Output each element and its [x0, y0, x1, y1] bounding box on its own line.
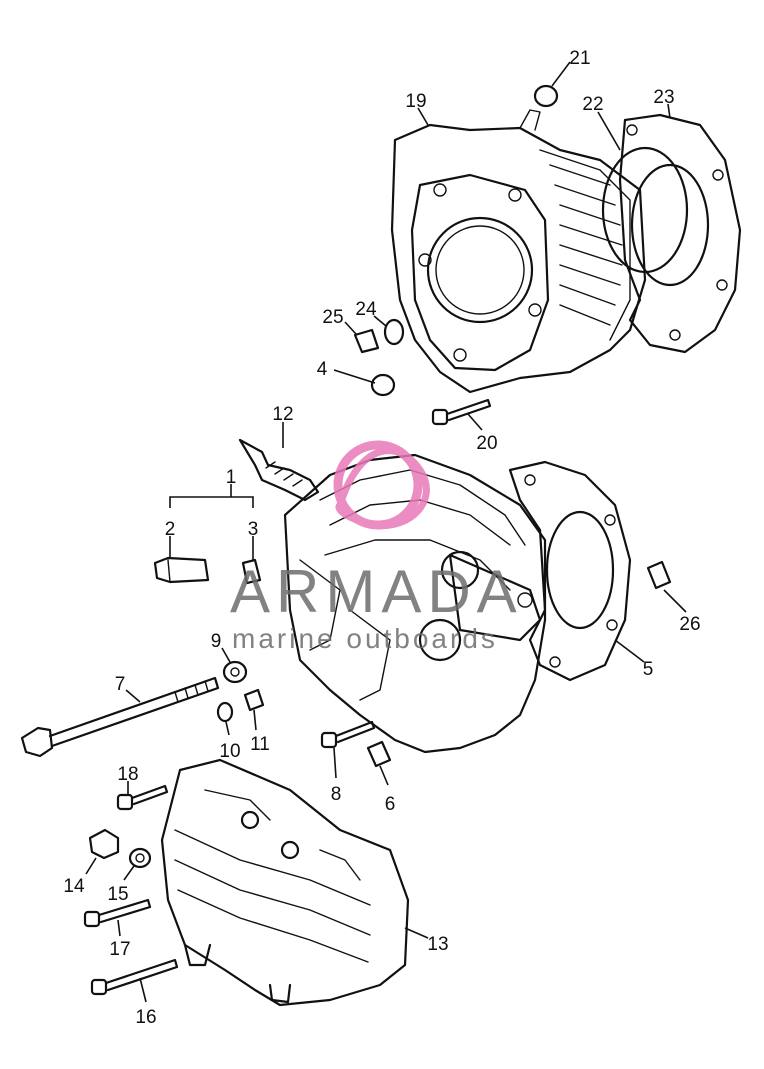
group-bracket-1 — [169, 496, 254, 508]
part-label-25: 25 — [322, 307, 343, 328]
leader-line-17 — [117, 919, 121, 937]
part-label-9: 9 — [211, 631, 222, 652]
cylinder-head — [283, 453, 547, 754]
leader-line-4 — [333, 369, 376, 384]
part-label-15: 15 — [107, 884, 128, 905]
head-gasket — [508, 460, 632, 682]
part-label-18: 18 — [117, 764, 138, 785]
leader-line-9 — [221, 647, 231, 663]
part-label-23: 23 — [653, 87, 674, 108]
part-label-24: 24 — [355, 299, 377, 320]
part-label-3: 3 — [248, 519, 259, 540]
part-label-22: 22 — [582, 94, 603, 115]
watermark: ARMADA marine outboards — [230, 440, 523, 654]
part-label-11: 11 — [250, 734, 270, 755]
spark-plug — [238, 438, 320, 502]
part-label-10: 10 — [219, 741, 240, 762]
part-label-12: 12 — [272, 404, 293, 425]
leader-line-24 — [373, 315, 387, 327]
plug-4 — [370, 373, 396, 397]
ring-10 — [216, 701, 234, 723]
leader-line-14 — [85, 857, 97, 875]
leader-line-13 — [404, 927, 429, 939]
ring-3 — [241, 558, 262, 585]
part-label-4: 4 — [317, 359, 328, 380]
leader-line-5 — [614, 639, 645, 663]
leader-line-11 — [253, 709, 257, 731]
part-label-1: 1 — [226, 467, 237, 488]
sleeve-2 — [153, 556, 210, 584]
part-label-2: 2 — [165, 519, 176, 540]
part-label-5: 5 — [643, 659, 654, 680]
leader-line-7 — [125, 689, 141, 703]
leader-line-25 — [344, 321, 357, 335]
part-label-7: 7 — [115, 674, 126, 695]
leader-line-21 — [551, 61, 571, 87]
bolt-17 — [83, 898, 152, 928]
bolt-18 — [116, 784, 169, 811]
leader-line-8 — [333, 747, 337, 779]
leader-line-6 — [379, 765, 389, 786]
head-cover — [160, 758, 410, 1007]
leader-line-19 — [417, 107, 429, 126]
part-label-21: 21 — [569, 48, 590, 69]
cylinder — [390, 109, 647, 394]
part-label-26: 26 — [679, 614, 700, 635]
leader-line-10 — [225, 721, 230, 736]
leader-line-16 — [139, 977, 147, 1003]
leader-line-15 — [123, 865, 135, 881]
leader-line-22 — [597, 111, 621, 151]
dowel-25 — [353, 328, 380, 354]
part-label-16: 16 — [135, 1007, 156, 1028]
plug-21 — [533, 84, 559, 108]
washer-9 — [222, 660, 248, 684]
dowel-26 — [646, 560, 672, 590]
long-bolt — [20, 676, 220, 758]
part-label-20: 20 — [476, 433, 497, 454]
bolt-8 — [320, 720, 376, 749]
bolt-16 — [90, 958, 179, 996]
watermark-logo — [333, 440, 430, 530]
watermark-brand: ARMADA — [230, 558, 523, 625]
plug-14 — [88, 828, 120, 860]
leader-line-26 — [663, 589, 687, 613]
washer-15 — [128, 847, 152, 869]
ring-24 — [383, 318, 405, 346]
o-ring — [601, 146, 689, 274]
dowel-6 — [366, 740, 392, 768]
part-label-8: 8 — [331, 784, 342, 805]
leader-line-20 — [467, 413, 483, 431]
part-label-13: 13 — [427, 934, 448, 955]
bolt-20 — [431, 398, 492, 426]
cylinder-gasket — [618, 113, 742, 354]
watermark-tagline: marine outboards — [232, 623, 498, 654]
part-label-6: 6 — [385, 794, 396, 815]
part-label-19: 19 — [405, 91, 426, 112]
part-label-14: 14 — [63, 876, 85, 897]
part-label-17: 17 — [109, 939, 130, 960]
collar-11 — [243, 688, 265, 712]
leader-line-23 — [667, 103, 671, 119]
